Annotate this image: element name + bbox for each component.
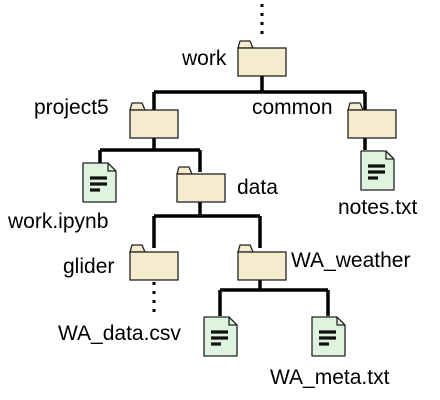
node-label-wa-data-csv: WA_data.csv xyxy=(58,322,181,345)
node-label-project5: project5 xyxy=(34,96,109,119)
node-label-common: common xyxy=(252,96,333,119)
document-icon xyxy=(311,316,346,357)
node-label-glider: glider xyxy=(63,255,115,278)
folder-icon xyxy=(129,244,179,281)
folder-icon xyxy=(176,166,226,203)
node-label-notes-txt: notes.txt xyxy=(338,196,418,219)
node-label-work-ipynb: work.ipynb xyxy=(8,210,109,233)
folder-icon xyxy=(237,244,287,281)
folder-icon xyxy=(129,102,179,139)
document-icon xyxy=(203,316,238,357)
node-label-wa-weather: WA_weather xyxy=(291,249,411,272)
node-label-work: work xyxy=(182,47,227,70)
tree-connectors xyxy=(98,4,367,318)
document-icon xyxy=(360,150,395,191)
node-label-wa-meta-txt: WA_meta.txt xyxy=(270,366,390,389)
document-icon xyxy=(82,162,117,203)
folder-icon xyxy=(347,102,397,139)
folder-icon xyxy=(237,40,287,77)
node-label-data: data xyxy=(237,176,278,199)
